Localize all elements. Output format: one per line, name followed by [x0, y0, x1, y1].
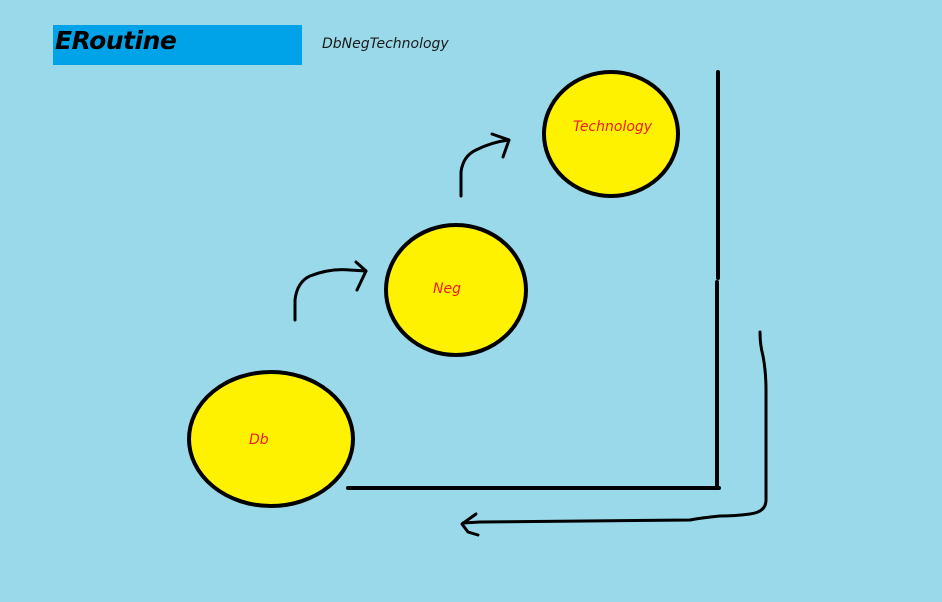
node-neg: Neg [384, 223, 528, 357]
node-technology: Technology [542, 70, 680, 198]
node-technology-label: Technology [573, 119, 653, 135]
arrow-db-to-neg [293, 260, 368, 322]
page-subtitle: DbNegTechnology [322, 36, 449, 52]
node-db-circle [187, 370, 355, 508]
node-neg-label: Neg [433, 281, 461, 297]
axis-line [346, 70, 721, 490]
arrow-neg-to-technology [459, 132, 511, 198]
node-db-label: Db [249, 432, 269, 448]
node-neg-circle [384, 223, 528, 357]
node-db: Db [187, 370, 355, 508]
page-title: ERoutine [55, 26, 177, 55]
node-technology-circle [542, 70, 680, 198]
title-banner: ERoutine [53, 25, 302, 65]
return-arrow [460, 330, 768, 537]
